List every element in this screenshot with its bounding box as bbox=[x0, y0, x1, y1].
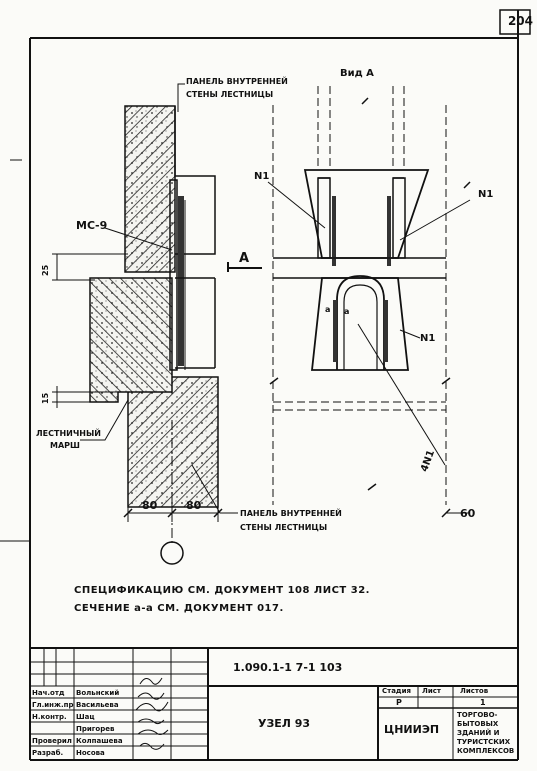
dim-80-left: 80 bbox=[142, 499, 158, 512]
panel-bottom-label-line2: СТЕНЫ ЛЕСТНИЦЫ bbox=[240, 523, 328, 532]
stage-value: Р bbox=[396, 698, 402, 707]
note-line-1: СПЕЦИФИКАЦИЮ СМ. ДОКУМЕНТ 108 ЛИСТ 32. bbox=[74, 585, 370, 596]
org-desc-3: ЗДАНИЙ И bbox=[457, 729, 500, 737]
sheet-header: Лист bbox=[422, 687, 441, 695]
row-role-3: Н.контр. bbox=[32, 713, 67, 721]
row-name-5: Колпашева bbox=[76, 737, 123, 745]
stair-label-line1: ЛЕСТНИЧНЫЙ bbox=[36, 429, 101, 438]
row-name-2: Васильева bbox=[76, 701, 119, 709]
title-block-frame bbox=[30, 647, 518, 760]
view-title: Вид А bbox=[340, 68, 374, 79]
org-desc-4: ТУРИСТСКИХ bbox=[457, 738, 511, 746]
sheet-number: 204 bbox=[507, 14, 533, 28]
left-section bbox=[52, 83, 262, 565]
dim-60: 60 bbox=[460, 507, 476, 520]
stage-header: Стадия bbox=[382, 687, 411, 695]
dim-25: 25 bbox=[41, 264, 50, 276]
drawing-title: УЗЕЛ 93 bbox=[258, 717, 311, 730]
sheets-header: Листов bbox=[460, 687, 489, 695]
sheets-value: 1 bbox=[480, 698, 486, 707]
org-desc-5: КОМПЛЕКСОВ bbox=[457, 747, 515, 755]
section-a-label: А bbox=[239, 251, 250, 266]
sheet-frame bbox=[0, 9, 531, 761]
org-desc-1: ТОРГОВО- bbox=[457, 711, 498, 719]
row-role-2: Гл.инж.пр bbox=[32, 701, 74, 709]
a-left-label: а bbox=[325, 305, 331, 314]
row-role-1: Нач.отд bbox=[32, 689, 65, 697]
row-role-6: Разраб. bbox=[32, 749, 64, 757]
a-right-label: а bbox=[344, 307, 350, 316]
view-a bbox=[267, 86, 471, 518]
row-name-4: Пригорев bbox=[76, 725, 115, 733]
n1-mid-label: N1 bbox=[420, 333, 436, 344]
mc9-label: МС-9 bbox=[76, 219, 108, 232]
row-name-6: Носова bbox=[76, 749, 105, 757]
note-line-2: СЕЧЕНИЕ а-а СМ. ДОКУМЕНТ 017. bbox=[74, 603, 284, 614]
n1-left-label: N1 bbox=[254, 171, 270, 182]
doc-code: 1.090.1-1 7-1 103 bbox=[233, 661, 343, 674]
signatures bbox=[135, 677, 169, 750]
org-name: ЦНИИЭП bbox=[384, 723, 440, 736]
dim-15: 15 bbox=[41, 392, 50, 404]
panel-top-label-line2: СТЕНЫ ЛЕСТНИЦЫ bbox=[186, 90, 274, 99]
panel-bottom-label-line1: ПАНЕЛЬ ВНУТРЕННЕЙ bbox=[240, 509, 342, 518]
panel-top-label-line1: ПАНЕЛЬ ВНУТРЕННЕЙ bbox=[186, 77, 288, 86]
n1-right-label: N1 bbox=[478, 189, 494, 200]
dim-80-right: 80 bbox=[186, 499, 202, 512]
row-name-3: Шац bbox=[76, 713, 95, 721]
row-name-1: Вольнский bbox=[76, 689, 120, 697]
stair-label-line2: МАРШ bbox=[50, 441, 80, 450]
org-desc-2: БЫТОВЫХ bbox=[457, 720, 499, 728]
row-role-5: Проверил bbox=[32, 737, 72, 745]
